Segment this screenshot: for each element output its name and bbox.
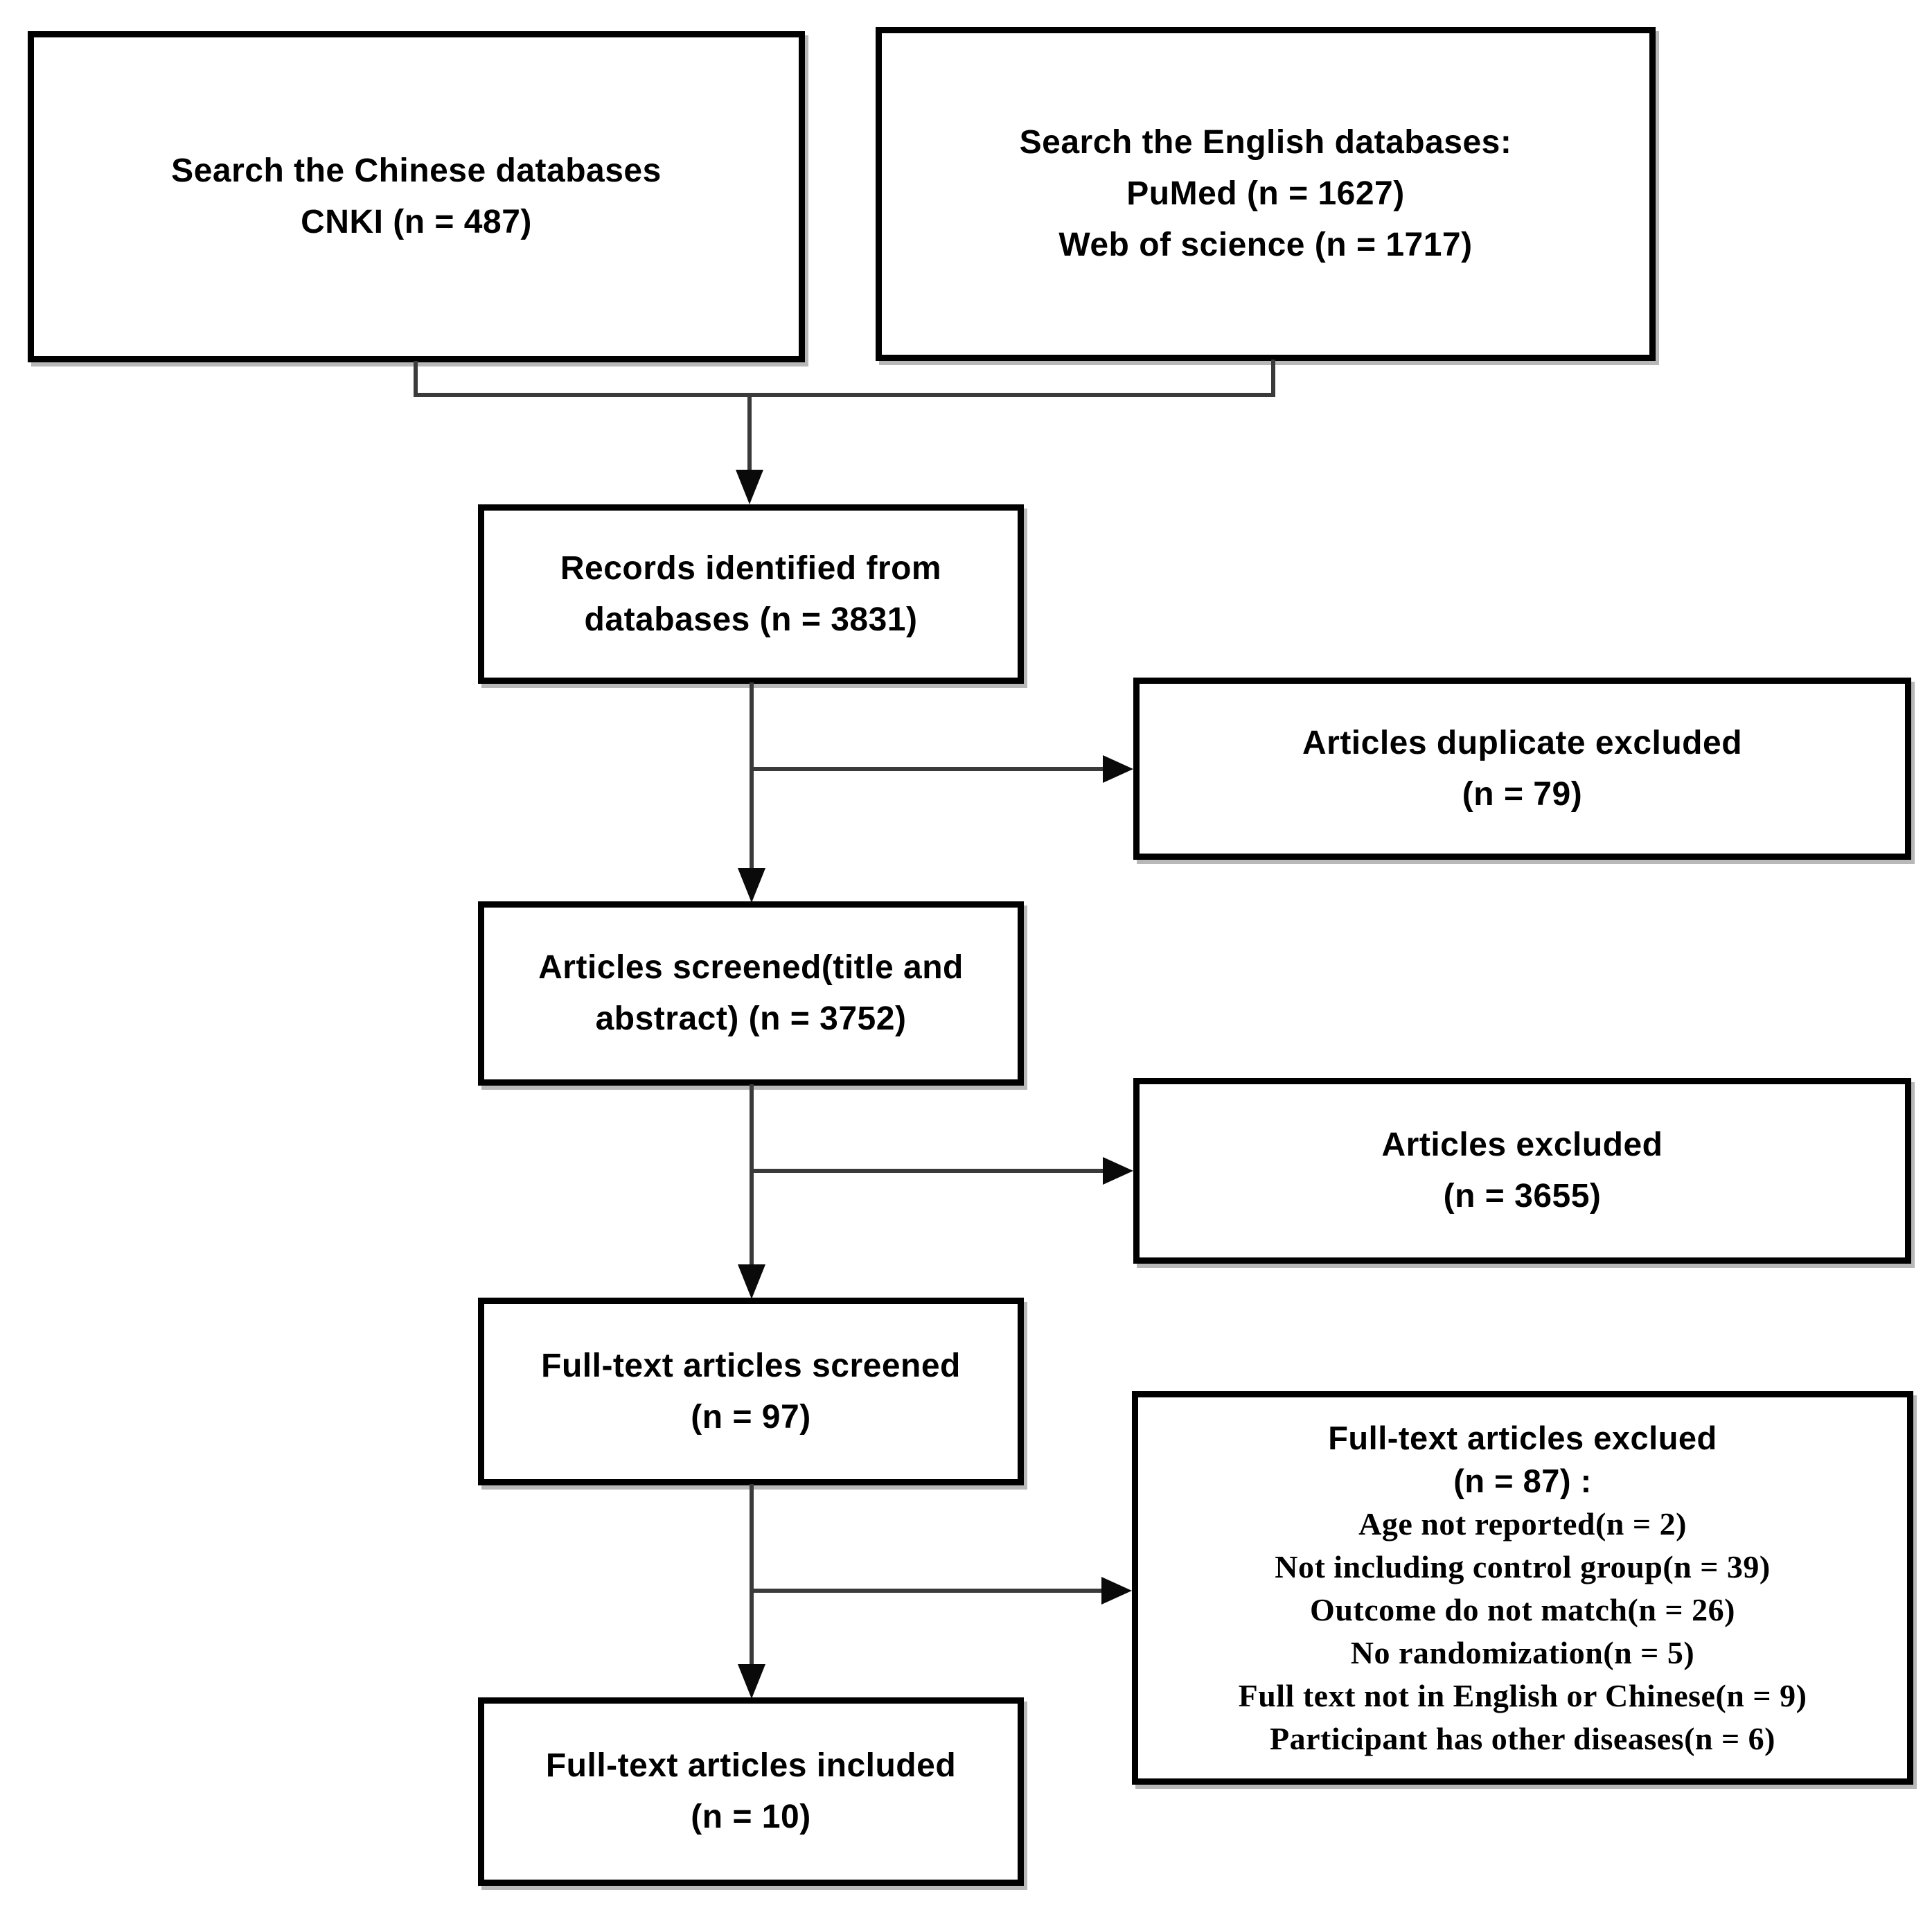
box-english-databases: Search the English databases: PuMed (n =… <box>876 27 1656 361</box>
box-fulltext-included: Full-text articles included (n = 10) <box>478 1697 1024 1886</box>
connector-fulltext-to-included <box>750 1484 754 1666</box>
box-articles-excluded: Articles excluded (n = 3655) <box>1133 1078 1911 1264</box>
box-screened-line: Articles screened(title and <box>538 949 964 986</box>
box-duplicates-line: (n = 79) <box>1462 775 1583 813</box>
connector-merge-vertical <box>747 393 752 471</box>
box-duplicates-excluded: Articles duplicate excluded (n = 79) <box>1133 678 1911 860</box>
box-included-line: Full-text articles included <box>545 1747 957 1784</box>
box-ft-excluded-reason: Age not reported(n = 2) <box>1358 1506 1687 1542</box>
connector-branch-excluded <box>750 1169 1104 1173</box>
connector-right-drop <box>1271 360 1275 397</box>
arrow-down-to-included-icon <box>738 1664 765 1699</box>
box-screened-line: abstract) (n = 3752) <box>595 1000 907 1037</box>
box-ft-excluded-reason: Not including control group(n = 39) <box>1275 1549 1771 1584</box>
arrow-right-to-duplicates-icon <box>1103 755 1133 783</box>
box-ft-screened-line: (n = 97) <box>691 1398 811 1436</box>
box-fulltext-excluded: Full-text articles exclued (n = 87) : Ag… <box>1132 1391 1913 1785</box>
connector-screened-to-fulltext <box>750 1084 754 1266</box>
box-excluded-line: (n = 3655) <box>1443 1178 1602 1214</box>
connector-records-to-screened <box>750 682 754 869</box>
box-ft-excluded-title: (n = 87) : <box>1453 1463 1592 1499</box>
box-ft-screened-line: Full-text articles screened <box>541 1347 961 1384</box>
box-excluded-line: Articles excluded <box>1381 1127 1663 1163</box>
box-articles-screened: Articles screened(title and abstract) (n… <box>478 901 1024 1086</box>
box-ft-excluded-reason: Participant has other diseases(n = 6) <box>1269 1721 1776 1756</box>
arrow-right-to-excluded-icon <box>1103 1157 1133 1185</box>
connector-branch-ft-excluded <box>750 1589 1103 1593</box>
box-ft-excluded-reason: Outcome do not match(n = 26) <box>1310 1592 1735 1627</box>
box-chinese-line: CNKI (n = 487) <box>301 204 532 240</box>
box-ft-excluded-reason: No randomization(n = 5) <box>1350 1635 1695 1670</box>
box-records-identified: Records identified from databases (n = 3… <box>478 504 1024 684</box>
box-records-line: Records identified from <box>560 549 942 587</box>
box-included-line: (n = 10) <box>691 1799 811 1835</box>
box-records-line: databases (n = 3831) <box>584 601 918 638</box>
connector-left-drop <box>414 361 418 397</box>
box-fulltext-screened: Full-text articles screened (n = 97) <box>478 1298 1024 1485</box>
box-ft-excluded-reason: Full text not in English or Chinese(n = … <box>1238 1678 1807 1713</box>
box-chinese-line: Search the Chinese databases <box>171 152 662 189</box>
arrow-right-to-ft-excluded-icon <box>1101 1577 1132 1605</box>
connector-branch-duplicates <box>750 767 1104 771</box>
box-english-line: Web of science (n = 1717) <box>1058 227 1473 263</box>
arrow-down-to-records-icon <box>736 470 763 504</box>
arrow-down-to-fulltext-icon <box>738 1264 765 1299</box>
box-english-line: Search the English databases: <box>1019 124 1512 161</box>
box-ft-excluded-title: Full-text articles exclued <box>1328 1420 1717 1456</box>
box-duplicates-line: Articles duplicate excluded <box>1302 724 1743 761</box>
box-chinese-databases: Search the Chinese databases CNKI (n = 4… <box>28 31 805 362</box>
connector-merge-horizontal <box>414 393 1275 397</box>
box-english-line: PuMed (n = 1627) <box>1126 175 1405 212</box>
arrow-down-to-screened-icon <box>738 868 765 903</box>
